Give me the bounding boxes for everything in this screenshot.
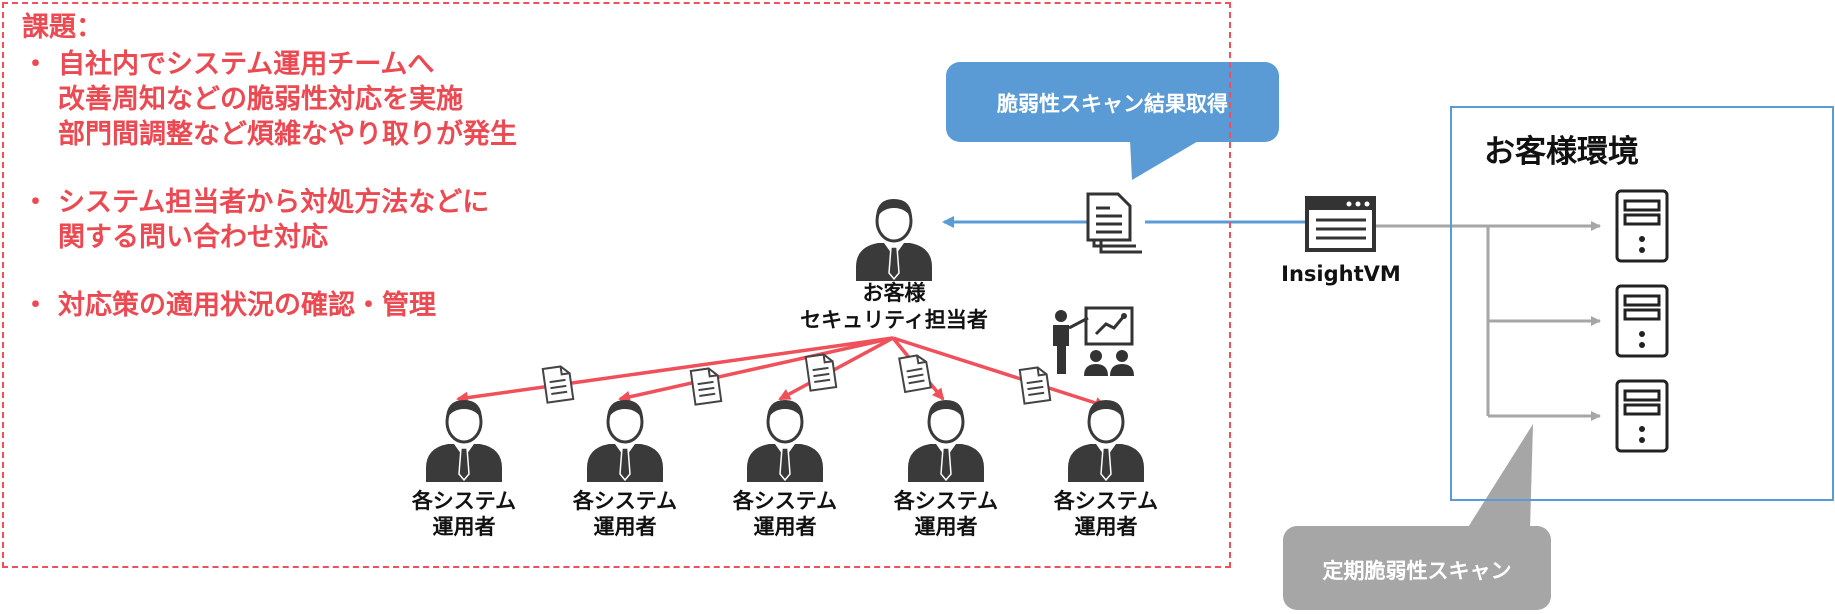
issue-item: ・システム担当者から対処方法などに 関する問い合わせ対応 (22, 185, 517, 255)
scan-distribution-lines (1374, 221, 1601, 421)
browser-window-icon (1305, 196, 1376, 252)
customer-security-line2: セキュリティ担当者 (800, 308, 988, 332)
issue-line: 部門間調整など煩雑なやり取りが発生 (58, 119, 517, 150)
operator-line2: 運用者 (593, 515, 657, 539)
issue-line: 関する問い合わせ対応 (58, 222, 328, 253)
customer-security-label: お客様 セキュリティ担当者 (774, 280, 1014, 334)
issue-line: 自社内でシステム運用チームへ (58, 49, 435, 80)
customer-environment-title: お客様環境 (1484, 134, 1639, 170)
operator-label: 各システム 運用者 (710, 488, 860, 540)
operator-label: 各システム 運用者 (1031, 488, 1181, 540)
documents-icon (1086, 192, 1145, 254)
issue-line: 改善周知などの脆弱性対応を実施 (58, 84, 463, 115)
periodic-scan-callout-text: 定期脆弱性スキャン (1322, 559, 1512, 583)
operator-label: 各システム 運用者 (389, 488, 539, 540)
periodic-scan-callout (1283, 424, 1551, 610)
issue-line: 対応策の適用状況の確認・管理 (58, 290, 436, 321)
presentation-icon (1053, 306, 1134, 376)
operator-line2: 運用者 (914, 515, 978, 539)
operator-label: 各システム 運用者 (871, 488, 1021, 540)
customer-environment-box (1450, 106, 1834, 501)
operator-line1: 各システム (1053, 489, 1159, 513)
issues-title: 課題： (22, 12, 103, 43)
operator-line1: 各システム (572, 489, 678, 513)
scan-result-callout (946, 62, 1279, 180)
issue-bullet: ・ (22, 187, 49, 218)
issue-bullet: ・ (22, 290, 49, 321)
operator-line1: 各システム (732, 489, 838, 513)
issue-bullet: ・ (22, 49, 49, 80)
issues-list: 課題： ・自社内でシステム運用チームへ 改善周知などの脆弱性対応を実施 部門間調… (22, 10, 517, 356)
operator-line1: 各システム (893, 489, 999, 513)
distribution-arrows (456, 336, 1107, 409)
customer-security-line1: お客様 (862, 281, 926, 305)
operator-line2: 運用者 (1074, 515, 1138, 539)
issue-line: システム担当者から対処方法などに (58, 187, 490, 218)
scan-result-callout-text: 脆弱性スキャン結果取得 (997, 92, 1228, 116)
issue-item: ・自社内でシステム運用チームへ 改善周知などの脆弱性対応を実施 部門間調整など煩… (22, 47, 517, 152)
operator-line2: 運用者 (432, 515, 496, 539)
issues-box (2, 2, 1231, 568)
issue-item: ・対応策の適用状況の確認・管理 (22, 288, 517, 323)
operator-line2: 運用者 (753, 515, 817, 539)
operator-label: 各システム 運用者 (550, 488, 700, 540)
insightvm-label: InsightVM (1281, 262, 1401, 286)
operator-line1: 各システム (411, 489, 517, 513)
